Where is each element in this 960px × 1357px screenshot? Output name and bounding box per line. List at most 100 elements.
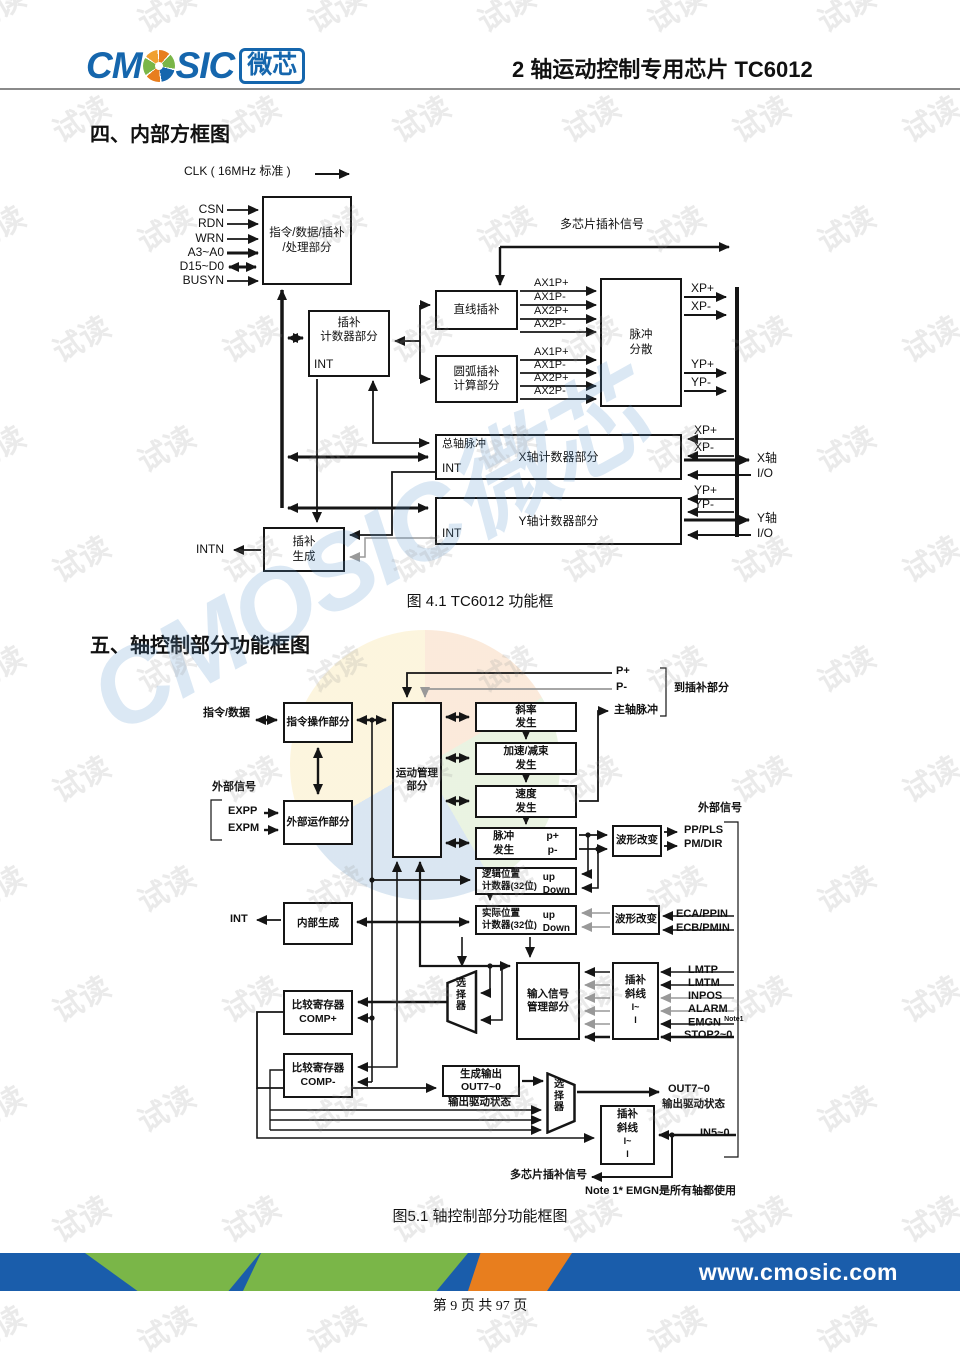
figure-5-1-caption: 图5.1 轴控制部分功能框图 [392, 1208, 568, 1225]
pin-d15d0: D15~D0 [179, 259, 224, 273]
filter-glyph-3: I~ [623, 1135, 632, 1146]
tiled-watermark: 试读 [0, 0, 31, 40]
main-axis-pulse-label: 主轴脉冲 [614, 704, 658, 716]
filter-glyph-4: I [626, 1149, 629, 1160]
xp-minus-in-label: XP- [694, 440, 715, 454]
box-compare-register-plus: 比较寄存器 COMP+ [283, 990, 353, 1035]
pin-busyn: BUSYN [182, 273, 224, 287]
box-pulse-distribution: 脉冲 分散 [600, 278, 682, 407]
yp-plus-out-label: YP+ [691, 357, 715, 371]
selector-2-shape [546, 1072, 576, 1134]
total-axis-pulse-label: 总轴脉冲 [442, 438, 486, 450]
box-generate-output: 生成输出 OUT7~0 [442, 1065, 520, 1097]
box-internal-generate: 内部生成 [283, 902, 353, 945]
interp-slope-1-label: 插补 斜线 [625, 974, 646, 1000]
emgn-label: EMGN Note1 [688, 1016, 744, 1029]
box-waveform-change-1: 波形改变 [612, 825, 662, 857]
footer-green-shape-2 [243, 1253, 468, 1291]
tiled-watermark: 试读 [642, 0, 711, 40]
pin-wrn: WRN [195, 231, 224, 245]
tiled-watermark: 试读 [132, 0, 201, 40]
actual-counter-label: 实际位置 计数器(32位) [482, 908, 537, 931]
x-counter-int-label: INT [442, 461, 462, 475]
box-logic-position-counter: 逻辑位置 计数器(32位) up Down [475, 867, 577, 896]
figure-5-1-diagram: 指令/数据 指令操作部分 外部信号 EXPP EXPM 外部运作部分 运动管理 … [0, 660, 960, 1240]
yp-minus-in-label: YP- [694, 497, 715, 511]
expp-label: EXPP [228, 805, 258, 817]
tiled-watermark: 试读 [727, 90, 796, 150]
multichip-interp-signal-label-2: 多芯片插补信号 [510, 1169, 587, 1181]
multichip-interp-signal-label: 多芯片插补信号 [560, 217, 645, 231]
inpos-label: INPOS [688, 990, 723, 1002]
xp-minus-out-label: XP- [691, 299, 712, 313]
cmosic-logo: CM SIC 微芯 [86, 44, 306, 88]
figure-5-1-connectors [210, 667, 739, 1182]
box-actual-position-counter: 实际位置 计数器(32位) up Down [475, 905, 577, 935]
x-axis-label: X轴 [757, 451, 778, 465]
logo-badge: 微芯 [239, 48, 306, 84]
selector-1-label: 选 择 器 [456, 978, 466, 1012]
box-interp-generate: 插补 生成 [263, 527, 345, 572]
in5-label: IN5~0 [700, 1127, 730, 1139]
box-speed-gen: 速度 发生 [475, 785, 577, 818]
stop-label: STOP2~0 [684, 1029, 733, 1041]
globe-icon [142, 50, 175, 82]
alarm-label: ALARM [688, 1003, 728, 1015]
box-interp-counter: 插补 计数器部分 [308, 310, 390, 377]
yp-minus-out-label: YP- [691, 375, 712, 389]
x-counter-label: X轴计数器部分 [518, 449, 599, 464]
pulse-pm-label: p+ p- [546, 830, 559, 856]
ax2p-minus-label: AX2P- [534, 318, 566, 330]
intn-label: INTN [196, 542, 224, 556]
figure-4-1-diagram: CLK ( 16MHz 标准 ) CSN RDN WRN A3~A0 D15~D… [0, 160, 960, 620]
lmtm-label: LMTM [688, 977, 720, 989]
box-slope-gen: 斜率 发生 [475, 702, 577, 732]
header-rule [0, 88, 960, 90]
pulse-gen-label: 脉冲 发生 [493, 830, 515, 856]
output-drive-status-label-1: 输出驱动状态 [448, 1096, 511, 1108]
external-signal-right-label: 外部信号 [698, 802, 742, 814]
expm-label: EXPM [228, 822, 260, 834]
box-pulse-gen: 脉冲 发生 p+ p- [475, 827, 577, 860]
box-waveform-change-2: 波形改变 [612, 905, 660, 935]
y-counter-label: Y轴计数器部分 [518, 513, 599, 528]
tiled-watermark: 试读 [302, 0, 371, 40]
box-arc-interp: 圆弧插补 计算部分 [435, 355, 518, 403]
lmtp-label: LMTP [688, 964, 718, 976]
pin-rdn: RDN [198, 216, 224, 230]
to-interp-label: 到插补部分 [674, 682, 729, 694]
pin-csn: CSN [198, 202, 224, 216]
logo-sic-text: SIC [175, 45, 236, 86]
box-cmd-data-interp: 指令/数据/插补 /处理部分 [262, 196, 352, 285]
footer-band: www.cmosic.com [0, 1253, 960, 1291]
ax1p-minus-label: AX1P- [534, 291, 566, 303]
interp-slope-2-label: 插补 斜线 [617, 1108, 638, 1134]
output-drive-status-label-2: 输出驱动状态 [662, 1098, 725, 1110]
ax1p-minus-label-2: AX1P- [534, 359, 566, 371]
ax1p-plus-label: AX1P+ [534, 277, 569, 289]
footer-url: www.cmosic.com [698, 1259, 898, 1285]
logo-cm-text: CM [86, 45, 143, 86]
p-minus-label: P- [616, 681, 627, 693]
box-motion-manager: 运动管理 部分 [392, 702, 442, 858]
emgn-note-superscript: Note1 [724, 1016, 744, 1023]
ax2p-plus-label-2: AX2P+ [534, 372, 569, 384]
selector-2-label: 选 择 器 [554, 1079, 564, 1113]
emgn-text: EMGN [688, 1016, 721, 1029]
actual-updown-label: up Down [542, 910, 570, 934]
out7-label: OUT7~0 [668, 1083, 710, 1095]
box-line-interp: 直线插补 [435, 290, 518, 330]
page-number: 第 9 页 共 97 页 [432, 1299, 528, 1314]
ax2p-minus-label-2: AX2P- [534, 385, 566, 397]
xp-plus-in-label: XP+ [694, 423, 718, 437]
pp-pls-label: PP/PLS [684, 824, 724, 836]
cmd-data-label: 指令/数据 [203, 707, 251, 719]
tiled-watermark: 试读 [387, 90, 456, 150]
tiled-watermark: 试读 [472, 0, 541, 40]
box-y-counter: Y轴计数器部分 INT [435, 497, 682, 545]
clk-label: CLK ( 16MHz 标准 ) [184, 164, 291, 178]
x-io-label: I/O [757, 466, 774, 480]
ax2p-plus-label: AX2P+ [534, 305, 569, 317]
tiled-watermark: 试读 [557, 90, 626, 150]
